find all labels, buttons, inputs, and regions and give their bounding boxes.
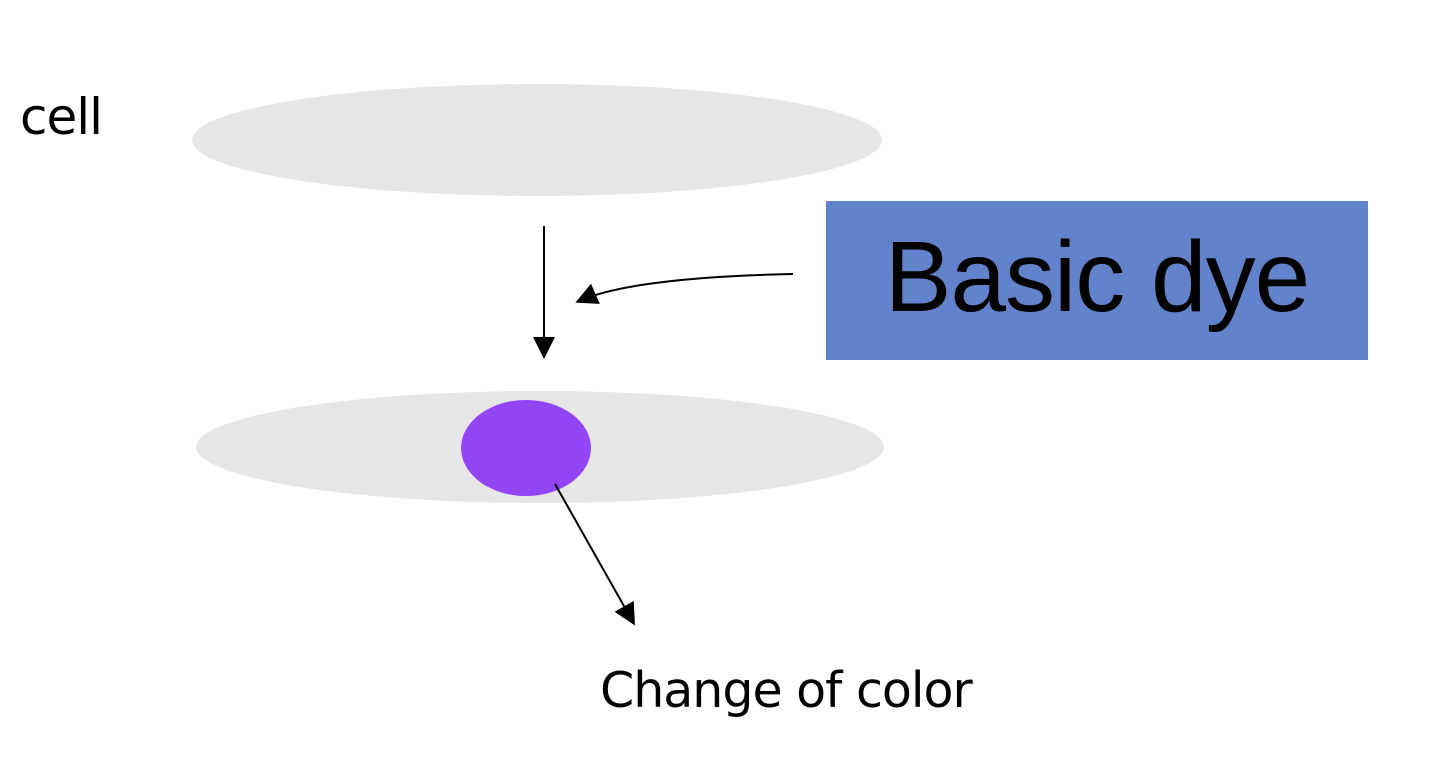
basic-dye-box: Basic dye — [826, 201, 1368, 360]
dye-box-bg — [826, 201, 1368, 360]
basic-dye-label: Basic dye — [884, 221, 1311, 333]
result-arrow — [554, 483, 635, 626]
dye-curved-arrow — [575, 273, 794, 304]
stained-nucleus — [461, 400, 591, 496]
change-of-color-label: Change of color — [600, 662, 973, 719]
cell-label: cell — [20, 88, 103, 146]
cell-before-ellipse — [192, 84, 882, 196]
